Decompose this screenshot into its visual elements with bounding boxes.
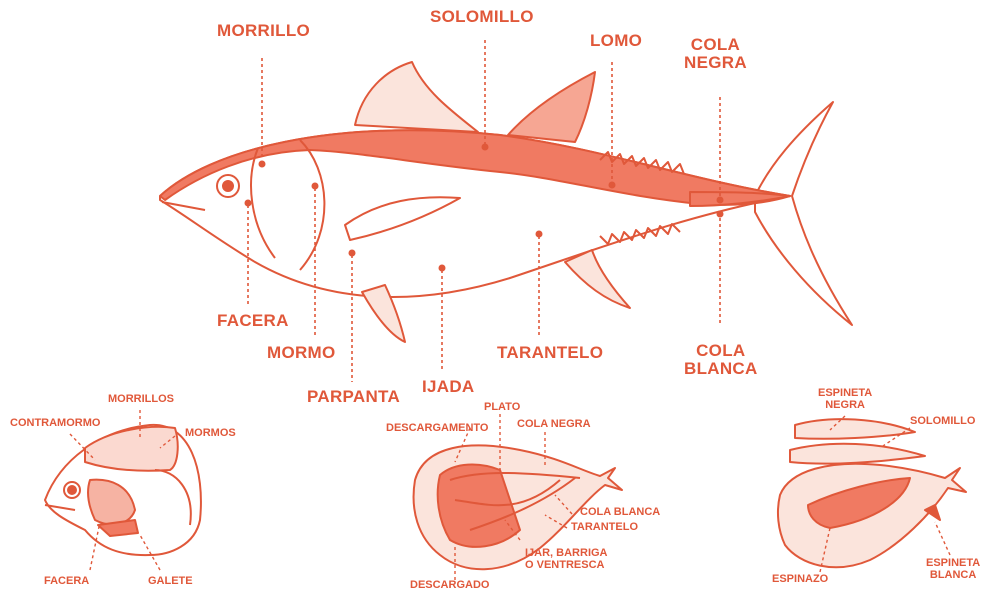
first-dorsal-fin bbox=[355, 62, 478, 132]
label-morrillo: MORRILLO bbox=[217, 22, 310, 40]
label-mormos: MORMOS bbox=[185, 428, 236, 440]
label-ijar-barriga-ventresca: IJAR, BARRIGA O VENTRESCA bbox=[525, 548, 608, 571]
head-detail-illustration bbox=[45, 425, 201, 555]
label-solomillo: SOLOMILLO bbox=[430, 8, 534, 26]
label-facera: FACERA bbox=[217, 312, 289, 330]
label-plato: PLATO bbox=[484, 402, 520, 414]
label-cola-blanca: COLA BLANCA bbox=[684, 342, 758, 378]
label-head-facera: FACERA bbox=[44, 576, 89, 588]
label-belly-cola-blanca: COLA BLANCA bbox=[580, 507, 660, 519]
label-espinazo: ESPINAZO bbox=[772, 574, 828, 586]
label-mormo: MORMO bbox=[267, 344, 336, 362]
label-espineta-negra: ESPINETA NEGRA bbox=[818, 388, 872, 411]
label-tarantelo: TARANTELO bbox=[497, 344, 603, 362]
label-morrillos: MORRILLOS bbox=[108, 394, 174, 406]
label-cola-negra: COLA NEGRA bbox=[684, 36, 747, 72]
second-dorsal-fin bbox=[508, 72, 595, 142]
solomillo-strip bbox=[790, 444, 925, 464]
label-parpanta: PARPANTA bbox=[307, 388, 400, 406]
espineta-negra-strip bbox=[795, 419, 915, 439]
label-descargamento: DESCARGAMENTO bbox=[386, 423, 488, 435]
label-belly-tarantelo: TARANTELO bbox=[571, 522, 638, 534]
tail-fin bbox=[755, 102, 852, 325]
label-ijada: IJADA bbox=[422, 378, 475, 396]
head-top-region bbox=[85, 427, 178, 471]
anal-fin bbox=[565, 250, 630, 308]
label-back-solomillo: SOLOMILLO bbox=[910, 416, 975, 428]
back-detail-illustration bbox=[778, 419, 966, 567]
main-tuna-illustration bbox=[160, 62, 852, 342]
label-galete: GALETE bbox=[148, 576, 193, 588]
label-descargado: DESCARGADO bbox=[410, 580, 489, 592]
label-lomo: LOMO bbox=[590, 32, 642, 50]
label-belly-cola-negra: COLA NEGRA bbox=[517, 419, 591, 431]
label-contramormo: CONTRAMORMO bbox=[10, 418, 100, 430]
label-espineta-blanca: ESPINETA BLANCA bbox=[926, 558, 980, 581]
